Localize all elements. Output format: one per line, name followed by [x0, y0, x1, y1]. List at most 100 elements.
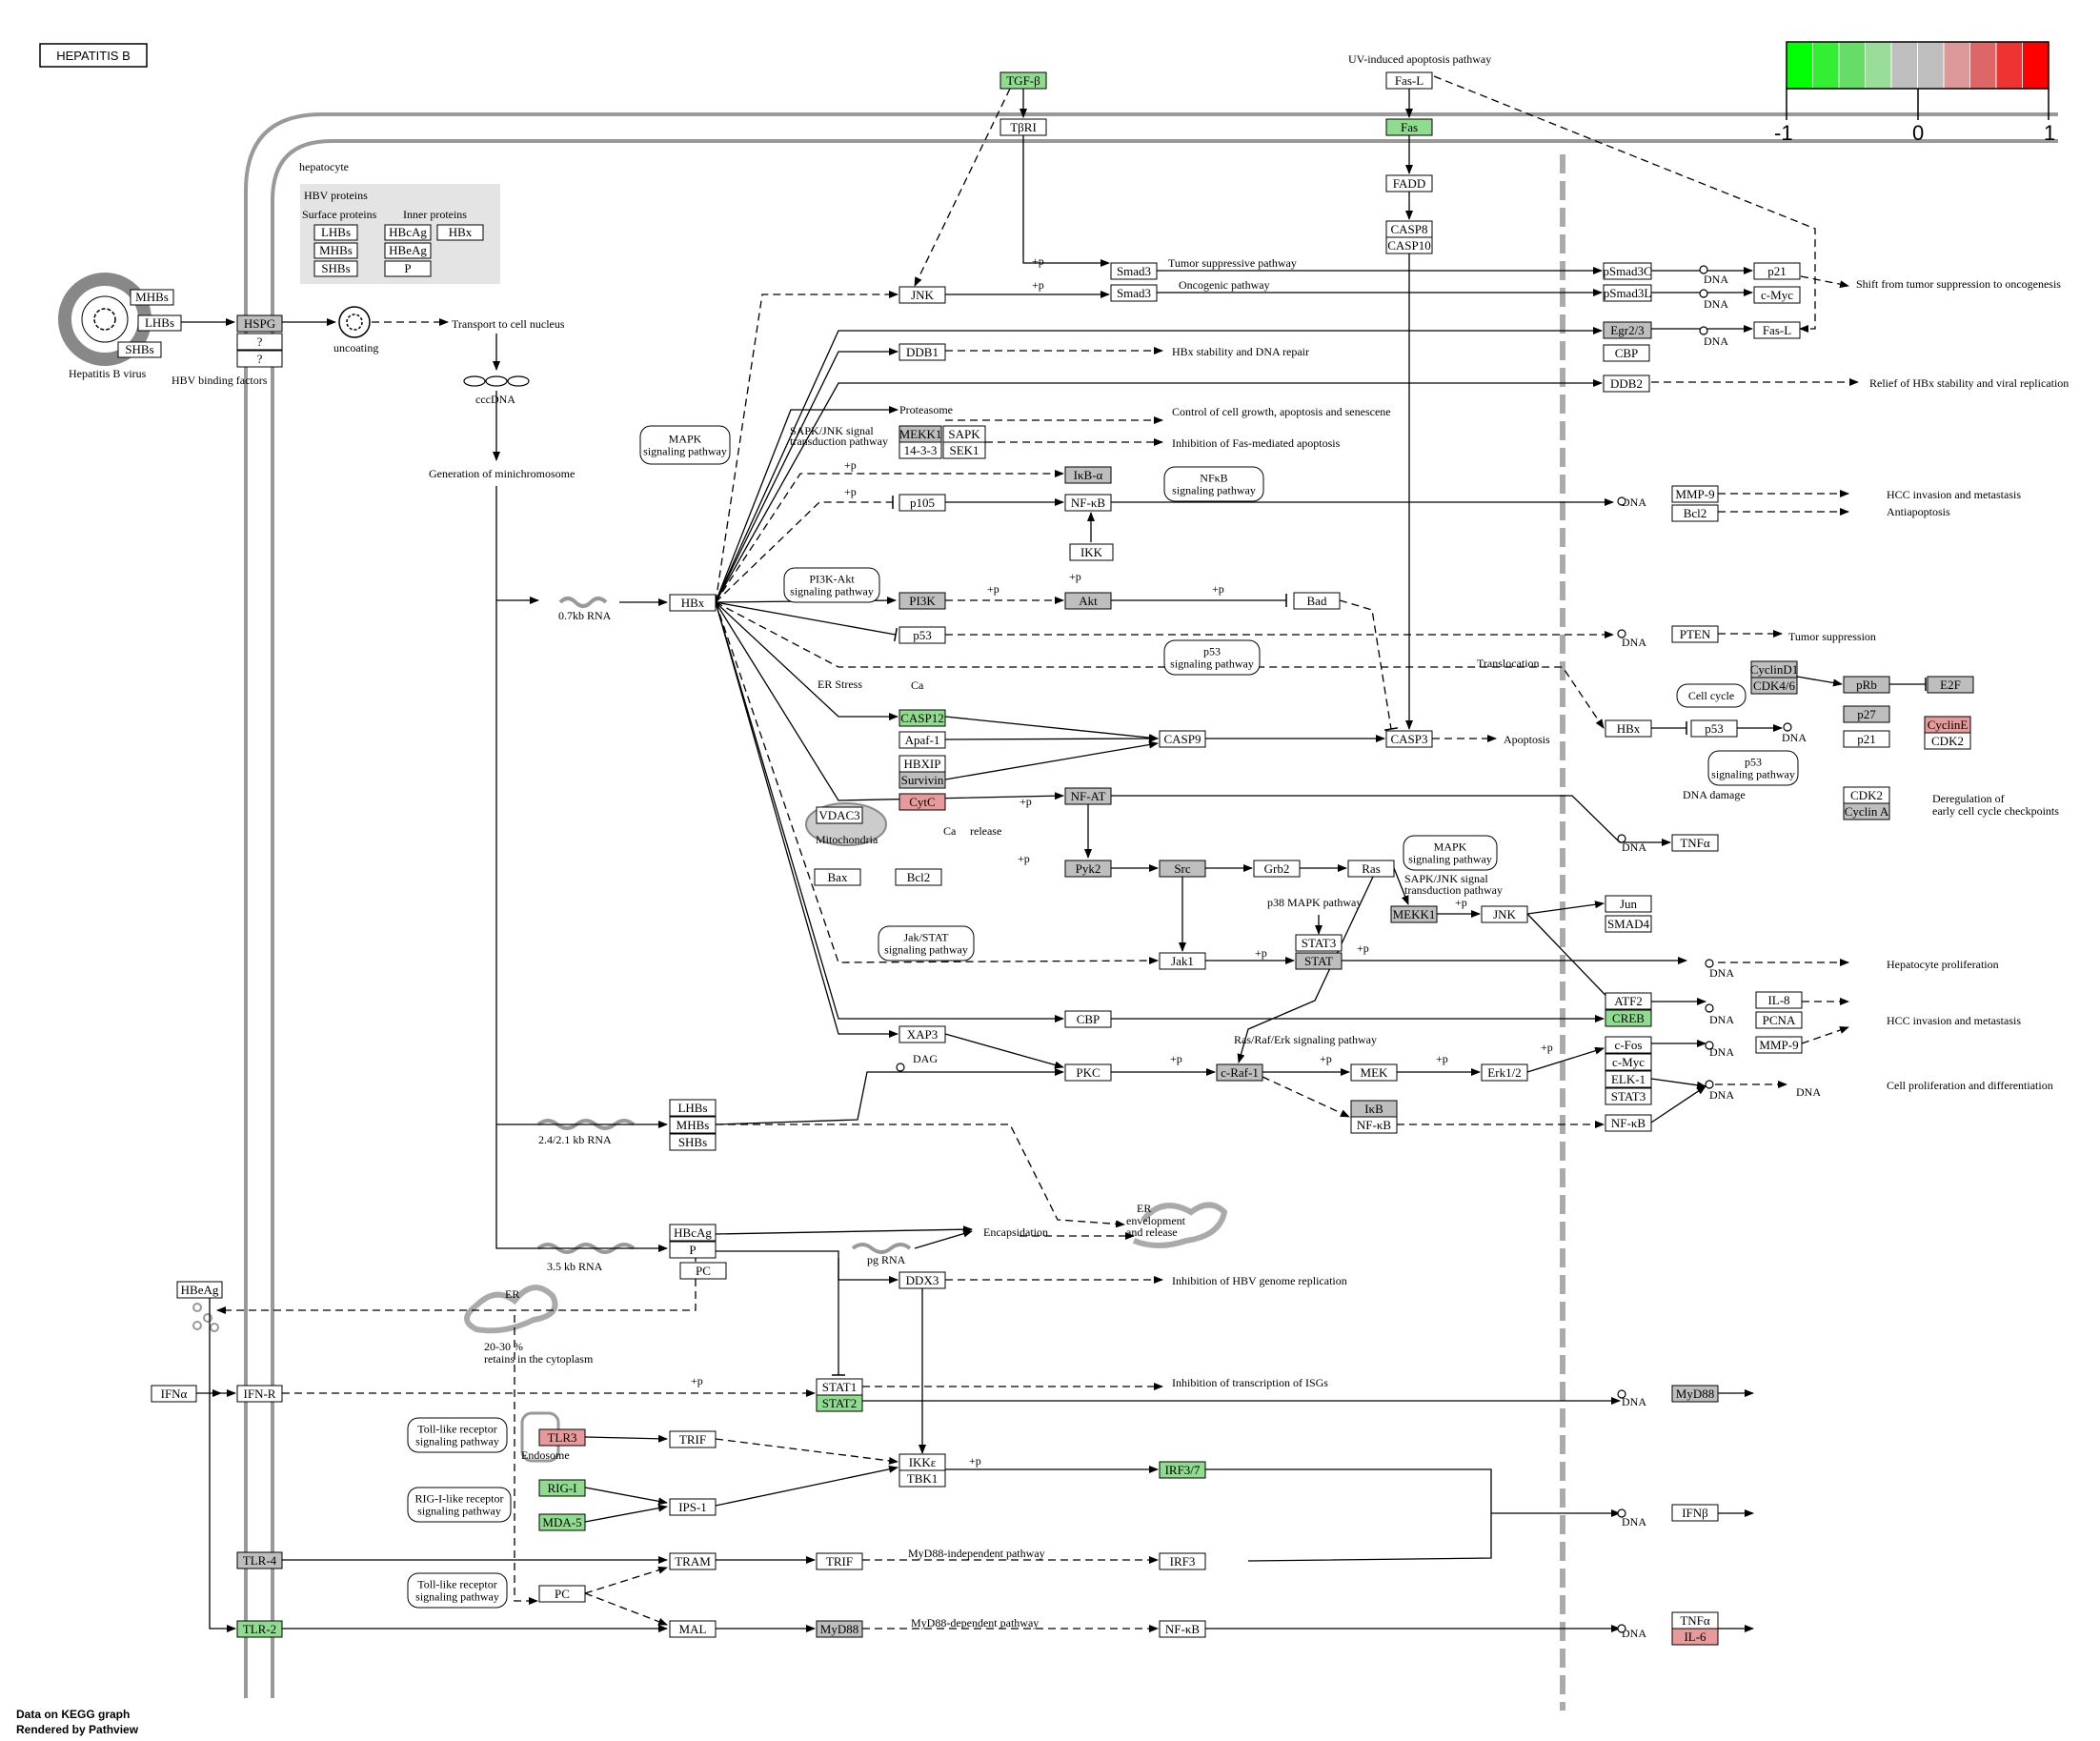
gene-node[interactable]: JNK	[1481, 905, 1528, 923]
pathway-link[interactable]: Cell cycle	[1676, 683, 1747, 708]
gene-node[interactable]: PC	[679, 1262, 727, 1280]
gene-node[interactable]: ELK-1	[1605, 1070, 1652, 1088]
gene-node[interactable]: RIG-I	[538, 1479, 586, 1497]
gene-node[interactable]: SHBs	[117, 341, 162, 358]
gene-node[interactable]: IκB	[1350, 1100, 1398, 1118]
gene-node[interactable]: MyD88	[816, 1620, 863, 1638]
gene-node[interactable]: MyD88	[1671, 1385, 1719, 1403]
gene-node[interactable]: DDB2	[1603, 375, 1650, 393]
gene-node[interactable]: Apaf-1	[899, 731, 946, 749]
gene-node[interactable]: MMP-9	[1755, 1036, 1803, 1054]
gene-node[interactable]: CASP9	[1159, 730, 1206, 748]
gene-node[interactable]: STAT	[1295, 952, 1343, 970]
gene-node[interactable]: STAT1	[816, 1378, 863, 1396]
gene-node[interactable]: NF-κB	[1605, 1114, 1652, 1132]
gene-node[interactable]: LHBs	[669, 1099, 717, 1117]
gene-node[interactable]: MAL	[669, 1620, 717, 1638]
gene-node[interactable]: SHBs	[669, 1133, 717, 1151]
gene-node[interactable]: TβRI	[1000, 118, 1047, 136]
gene-node[interactable]: CyclinE	[1924, 716, 1971, 734]
gene-node[interactable]: IFNα	[151, 1385, 197, 1403]
gene-node[interactable]: STAT3	[1295, 934, 1343, 952]
gene-node[interactable]: TBK1	[899, 1469, 946, 1488]
gene-node[interactable]: c-Myc	[1605, 1053, 1652, 1071]
gene-node[interactable]: IKKε	[899, 1453, 946, 1471]
gene-node[interactable]: p27	[1843, 705, 1890, 723]
gene-node[interactable]: TRIF	[816, 1552, 863, 1570]
gene-node[interactable]: MHBs	[669, 1116, 717, 1134]
gene-node[interactable]: STAT2	[816, 1394, 863, 1412]
gene-node[interactable]: IL-6	[1671, 1628, 1719, 1646]
gene-node[interactable]: NF-AT	[1064, 787, 1112, 805]
gene-node[interactable]: Cyclin A	[1843, 802, 1890, 820]
gene-node[interactable]: PCNA	[1755, 1011, 1803, 1029]
gene-node[interactable]: MEKK1	[1390, 905, 1438, 923]
gene-node[interactable]: HBcAg	[384, 224, 432, 241]
gene-node[interactable]: Erk1/2	[1481, 1063, 1528, 1082]
gene-node[interactable]: STAT3	[1605, 1087, 1652, 1105]
gene-node[interactable]: E2F	[1927, 676, 1974, 694]
gene-node[interactable]: CyclinD1	[1750, 660, 1799, 678]
gene-node[interactable]: TRAM	[669, 1552, 717, 1570]
gene-node[interactable]: TRIF	[669, 1430, 717, 1448]
gene-node[interactable]: CytC	[899, 793, 946, 811]
gene-node[interactable]: PC	[538, 1585, 586, 1603]
gene-node[interactable]: CASP10	[1385, 236, 1433, 254]
gene-node[interactable]: MDA-5	[538, 1513, 586, 1531]
gene-node[interactable]: HBx	[1605, 719, 1652, 738]
gene-node[interactable]: Fas-L	[1753, 321, 1801, 339]
gene-node[interactable]: TLR-2	[236, 1620, 283, 1638]
gene-node[interactable]: JNK	[899, 286, 946, 304]
gene-node[interactable]: Src	[1159, 860, 1206, 878]
gene-node[interactable]: NF-κB	[1350, 1116, 1398, 1134]
gene-node[interactable]: PI3K	[899, 592, 946, 610]
gene-node[interactable]: NF-κB	[1064, 494, 1112, 512]
gene-node[interactable]: TLR3	[538, 1428, 586, 1447]
gene-node[interactable]: pSmad3C	[1603, 262, 1652, 280]
gene-node[interactable]: p21	[1843, 730, 1890, 748]
gene-node[interactable]: CDK2	[1843, 786, 1890, 804]
gene-node[interactable]: Survivin	[899, 771, 946, 789]
gene-node[interactable]: HBeAg	[384, 242, 432, 259]
gene-node[interactable]: CBP	[1603, 344, 1650, 362]
gene-node[interactable]: MHBs	[130, 289, 174, 306]
gene-node[interactable]: p53	[1690, 719, 1738, 738]
gene-node[interactable]: PKC	[1064, 1063, 1112, 1082]
gene-node[interactable]: pRb	[1843, 676, 1890, 694]
gene-node[interactable]: Egr2/3	[1603, 321, 1652, 339]
gene-node[interactable]: Bax	[814, 868, 861, 886]
gene-node[interactable]: Bcl2	[895, 868, 942, 886]
gene-node[interactable]: IRF3/7	[1159, 1461, 1206, 1479]
gene-node[interactable]: Bcl2	[1671, 504, 1719, 522]
gene-node[interactable]: CASP12	[899, 709, 946, 727]
gene-node[interactable]: IFNβ	[1671, 1504, 1719, 1522]
gene-node[interactable]: Jun	[1605, 895, 1652, 913]
gene-node[interactable]: CASP3	[1385, 730, 1433, 748]
gene-node[interactable]: LHBs	[313, 224, 358, 241]
gene-node[interactable]: ?	[236, 350, 283, 368]
gene-node[interactable]: SHBs	[313, 260, 358, 277]
gene-node[interactable]: DDB1	[899, 343, 946, 361]
gene-node[interactable]: TNFα	[1671, 834, 1719, 852]
gene-node[interactable]: P	[669, 1241, 717, 1259]
gene-node[interactable]: HBx	[436, 224, 484, 241]
gene-node[interactable]: CREB	[1605, 1009, 1652, 1027]
gene-node[interactable]: Akt	[1064, 592, 1112, 610]
gene-node[interactable]: CASP8	[1385, 220, 1433, 238]
gene-node[interactable]: IPS-1	[669, 1498, 717, 1516]
gene-node[interactable]: 14-3-3	[899, 441, 942, 459]
gene-node[interactable]: IκB-α	[1064, 466, 1112, 484]
gene-node[interactable]: p21	[1753, 262, 1801, 280]
gene-node[interactable]: c-Fos	[1605, 1036, 1652, 1054]
gene-node[interactable]: Grb2	[1253, 860, 1301, 878]
gene-node[interactable]: ATF2	[1605, 992, 1652, 1010]
gene-node[interactable]: VDAC3	[816, 806, 863, 824]
gene-node[interactable]: SMAD4	[1605, 915, 1652, 933]
gene-node[interactable]: Jak1	[1159, 952, 1206, 970]
